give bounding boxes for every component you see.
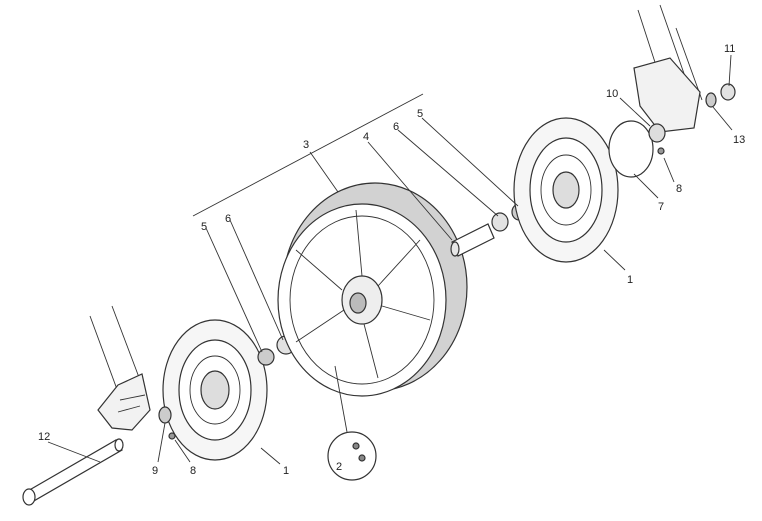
wheel-axle [22, 438, 124, 506]
callout-bearing-left-inner: 6 [225, 213, 231, 225]
callout-nut-right: 13 [733, 134, 745, 146]
callout-tone-wheel: 7 [658, 201, 664, 213]
leader-lines [47, 54, 733, 465]
callout-wheel-axle: 12 [38, 431, 50, 443]
callout-spacer-right: 10 [606, 88, 618, 100]
right-hub-parts [450, 203, 527, 257]
callout-bearing-left-outer: 5 [201, 221, 207, 233]
callout-bearing-right-outer: 5 [417, 108, 423, 120]
screw-detail-callout [327, 365, 377, 481]
brake-disc-right [513, 117, 619, 263]
assembly-bracket-line [192, 93, 424, 217]
callout-bolt-top: 11 [724, 43, 735, 55]
callout-screw-right: 8 [676, 183, 682, 195]
callout-disc-left: 1 [283, 465, 289, 477]
wheel-rim [277, 182, 468, 397]
callout-spacer: 4 [363, 131, 369, 143]
right-fork-leg [633, 4, 736, 155]
callout-seal-left: 9 [152, 465, 158, 477]
brake-disc-left [162, 319, 268, 461]
callout-wheel-rim: 3 [303, 139, 309, 151]
callout-bearing-right-inner: 6 [393, 121, 399, 133]
callout-screw-detail: 2 [336, 461, 342, 473]
left-fork-leg [89, 305, 151, 431]
callout-disc-right: 1 [627, 274, 633, 286]
callout-screw-left: 8 [190, 465, 196, 477]
tone-wheel [608, 120, 654, 178]
